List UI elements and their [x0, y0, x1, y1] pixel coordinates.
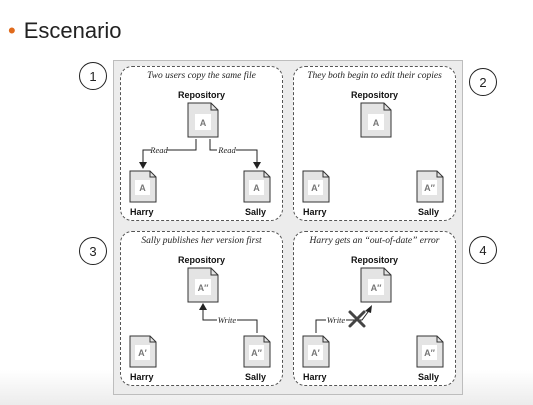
panel-2: They both begin to edit their copies Rep…: [293, 66, 456, 221]
panel-2-sally-doc-text: A″: [424, 183, 435, 193]
panel-4-sally-document-icon: A″: [416, 335, 444, 368]
panel-1-harry-document-icon: A: [129, 170, 157, 203]
panel-4: Harry gets an “out-of-date” error Reposi…: [293, 231, 456, 386]
panel-3-harry-doc-text: A′: [138, 348, 147, 358]
panel-2-harry-doc-text: A′: [311, 183, 320, 193]
panel-1-harry-label: Harry: [130, 207, 154, 217]
panel-4-sally-doc-text: A″: [424, 348, 435, 358]
panel-1: Two users copy the same file Repository …: [120, 66, 283, 221]
panel-1-read-label-right: Read: [217, 145, 236, 155]
panel-4-repository-document-icon: A″: [360, 267, 392, 303]
error-x-icon: [348, 310, 366, 328]
panel-3-repository-document-icon: A″: [187, 267, 219, 303]
panel-1-repository-document-icon: A: [187, 102, 219, 138]
panel-3-sally-label: Sally: [245, 372, 267, 382]
panel-2-repository-label: Repository: [350, 90, 398, 100]
slide-title: • Escenario: [8, 18, 122, 44]
panel-2-harry-label: Harry: [303, 207, 327, 217]
panel-1-read-label-left: Read: [149, 145, 168, 155]
panel-1-read-arrow-left: Read: [139, 139, 197, 169]
panel-1-sally-doc-text: A: [253, 183, 260, 193]
panel-3: Sally publishes her version first Reposi…: [120, 231, 283, 386]
panel-4-graphic: A″ A′ A″ Write: [302, 267, 444, 368]
panel-3-harry-document-icon: A′: [129, 335, 157, 368]
panel-4-caption: Harry gets an “out-of-date” error: [309, 236, 440, 246]
panel-2-repository-document-icon: A: [360, 102, 392, 138]
panel-1-sally-document-icon: A: [243, 170, 271, 203]
panel-2-graphic: A A′ A″: [302, 102, 444, 203]
panel-1-caption: Two users copy the same file: [147, 71, 256, 81]
slide-title-text: Escenario: [23, 18, 122, 43]
panel-3-sally-document-icon: A″: [243, 335, 271, 368]
panel-4-repository-label: Repository: [350, 255, 398, 265]
panel-1-harry-doc-text: A: [139, 183, 146, 193]
panel-4-repository-doc-text: A″: [371, 283, 382, 293]
panel-3-graphic: A″ A′ A″ Write: [129, 267, 271, 368]
panel-4-write-arrow: Write: [315, 305, 372, 333]
panel-4-harry-doc-text: A′: [311, 348, 320, 358]
bullet-icon: •: [8, 18, 16, 43]
panel-2-repository-doc-text: A: [373, 118, 380, 128]
panel-3-write-arrow: Write: [199, 303, 258, 333]
panel-1-sally-label: Sally: [245, 207, 267, 217]
panel-1-number-badge: 1: [79, 62, 107, 90]
panel-3-repository-label: Repository: [177, 255, 225, 265]
panel-2-number-badge: 2: [469, 68, 497, 96]
panel-2-harry-document-icon: A′: [302, 170, 330, 203]
panel-3-write-label: Write: [218, 315, 237, 325]
panel-3-repository-doc-text: A″: [198, 283, 209, 293]
panel-3-harry-label: Harry: [130, 372, 154, 382]
panel-1-read-arrow-right: Read: [209, 139, 261, 169]
panel-3-number-badge: 3: [79, 237, 107, 265]
panel-4-harry-label: Harry: [303, 372, 327, 382]
panel-2-sally-label: Sally: [418, 207, 440, 217]
panel-3-sally-doc-text: A″: [251, 348, 262, 358]
panel-2-caption: They both begin to edit their copies: [307, 71, 442, 81]
panel-4-sally-label: Sally: [418, 372, 440, 382]
panel-1-graphic: A A A Read Read: [129, 102, 271, 203]
panel-4-harry-document-icon: A′: [302, 335, 330, 368]
panel-4-number-badge: 4: [469, 236, 497, 264]
version-control-figure: Two users copy the same file Repository …: [113, 60, 463, 395]
panel-1-repository-label: Repository: [177, 90, 225, 100]
panel-3-caption: Sally publishes her version first: [141, 236, 262, 246]
panel-4-write-label: Write: [327, 315, 346, 325]
panel-2-sally-document-icon: A″: [416, 170, 444, 203]
panel-1-repository-doc-text: A: [200, 118, 207, 128]
